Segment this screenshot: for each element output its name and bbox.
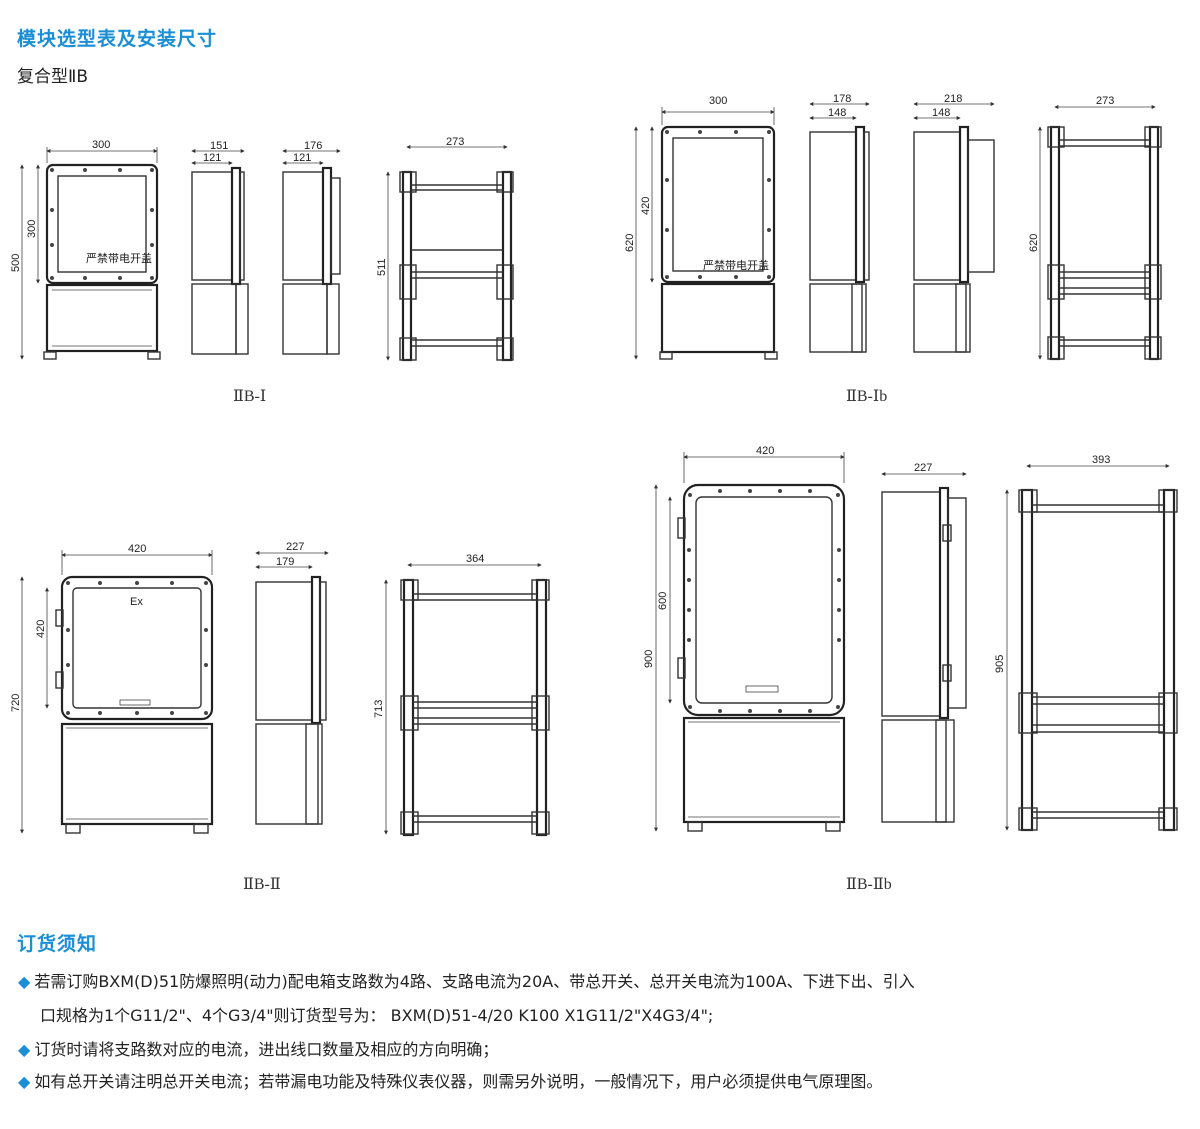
dim-side-a-in: 179: [276, 556, 294, 568]
dim-width: 300: [709, 95, 727, 107]
dim-side-b-in: 121: [293, 152, 311, 164]
dim-mount-height: 905: [994, 655, 1006, 673]
drawings: 严禁带电开盖 300 300 500 151 121: [10, 93, 1178, 837]
dim-side-b: 176: [304, 140, 322, 152]
dim-height-top: 420: [640, 197, 652, 215]
bullet-icon: ◆: [18, 1072, 31, 1091]
dim-mount-height: 620: [1028, 234, 1040, 252]
caption-iib-iib: ⅡB-Ⅱb: [846, 876, 892, 893]
note-text: 如有总开关请注明总开关电流；若带漏电功能及特殊仪表仪器，则需另外说明，一般情况下…: [34, 1072, 883, 1091]
page-subtitle: 复合型ⅡB: [17, 67, 89, 87]
warning-label: 严禁带电开盖: [703, 258, 769, 272]
dim-height-total: 720: [10, 694, 22, 712]
figure-iib-iib: 420 600 900 227 393: [643, 445, 1178, 832]
order-title: 订货须知: [17, 933, 98, 955]
dim-side-a: 151: [210, 140, 228, 152]
note-1-continued: 口规格为1个G11/2"、4个G3/4"则订货型号为： BXM(D)51-4/2…: [40, 1006, 714, 1025]
bullet-icon: ◆: [18, 972, 31, 991]
dim-mount-width: 273: [446, 136, 464, 148]
dim-height-total: 620: [624, 234, 636, 252]
front-view: 严禁带电开盖 300 420 620: [624, 95, 778, 360]
figure-iib-ii: Ex 420 420 720 227 179: [10, 541, 550, 837]
side-view-b: 218 148: [913, 93, 995, 353]
mount-frame: 273 511: [376, 136, 514, 362]
dim-side-b: 218: [944, 93, 962, 105]
front-view: 420 600 900: [643, 445, 846, 832]
dim-height-top: 600: [657, 592, 669, 610]
dim-side-a: 178: [833, 93, 851, 105]
dim-side-a-in: 148: [828, 107, 846, 119]
dim-height-total: 900: [643, 650, 655, 668]
front-view: 严禁带电开盖 300 300 500: [10, 139, 161, 360]
page-title: 模块选型表及安装尺寸: [17, 28, 218, 50]
bullet-icon: ◆: [18, 1040, 31, 1059]
note-text: 订货时请将支路数对应的电流，进出线口数量及相应的方向明确；: [34, 1040, 499, 1059]
side-view-a: 227: [881, 462, 967, 823]
caption-iib-i: ⅡB-Ⅰ: [233, 388, 267, 405]
dim-mount-width: 273: [1096, 95, 1114, 107]
side-view-a: 151 121: [191, 140, 249, 355]
warning-label: 严禁带电开盖: [86, 251, 152, 265]
caption-iib-ii: ⅡB-Ⅱ: [243, 876, 281, 893]
note-3: ◆如有总开关请注明总开关电流；若带漏电功能及特殊仪表仪器，则需另外说明，一般情况…: [18, 1070, 882, 1094]
note-text: 若需订购BXM(D)51防爆照明(动力)配电箱支路数为4路、支路电流为20A、带…: [34, 972, 915, 991]
dim-height-total: 500: [10, 254, 22, 272]
figure-iib-i: 严禁带电开盖 300 300 500 151 121: [10, 136, 514, 362]
side-view-b: 176 121: [282, 140, 341, 355]
dim-height-top: 420: [35, 620, 47, 638]
dim-side-a: 227: [286, 541, 304, 553]
dim-side-b-in: 148: [932, 107, 950, 119]
dim-mount-width: 364: [466, 553, 484, 565]
dim-width: 300: [92, 139, 110, 151]
mount-frame: 393 905: [994, 454, 1178, 832]
dim-mount-height: 713: [373, 700, 385, 718]
caption-iib-ib: ⅡB-Ⅰb: [846, 388, 888, 405]
dim-mount-height: 511: [376, 258, 388, 276]
dim-width: 420: [756, 445, 774, 457]
dim-width: 420: [128, 543, 146, 555]
figure-iib-ib: 严禁带电开盖 300 420 620 178 148: [624, 93, 1162, 361]
side-view-a: 178 148: [809, 93, 870, 353]
dim-side-a-in: 121: [203, 152, 221, 164]
dim-side-a: 227: [914, 462, 932, 474]
dim-mount-width: 393: [1092, 454, 1110, 466]
side-view-a: 227 179: [255, 541, 329, 825]
note-1: ◆若需订购BXM(D)51防爆照明(动力)配电箱支路数为4路、支路电流为20A、…: [18, 970, 915, 994]
ex-mark: Ex: [130, 596, 143, 608]
note-2: ◆订货时请将支路数对应的电流，进出线口数量及相应的方向明确；: [18, 1038, 498, 1062]
dim-height-top: 300: [26, 220, 38, 238]
mount-frame: 364 713: [373, 553, 550, 837]
mount-frame: 273 620: [1028, 95, 1162, 361]
front-view: Ex 420 420 720: [10, 543, 214, 834]
